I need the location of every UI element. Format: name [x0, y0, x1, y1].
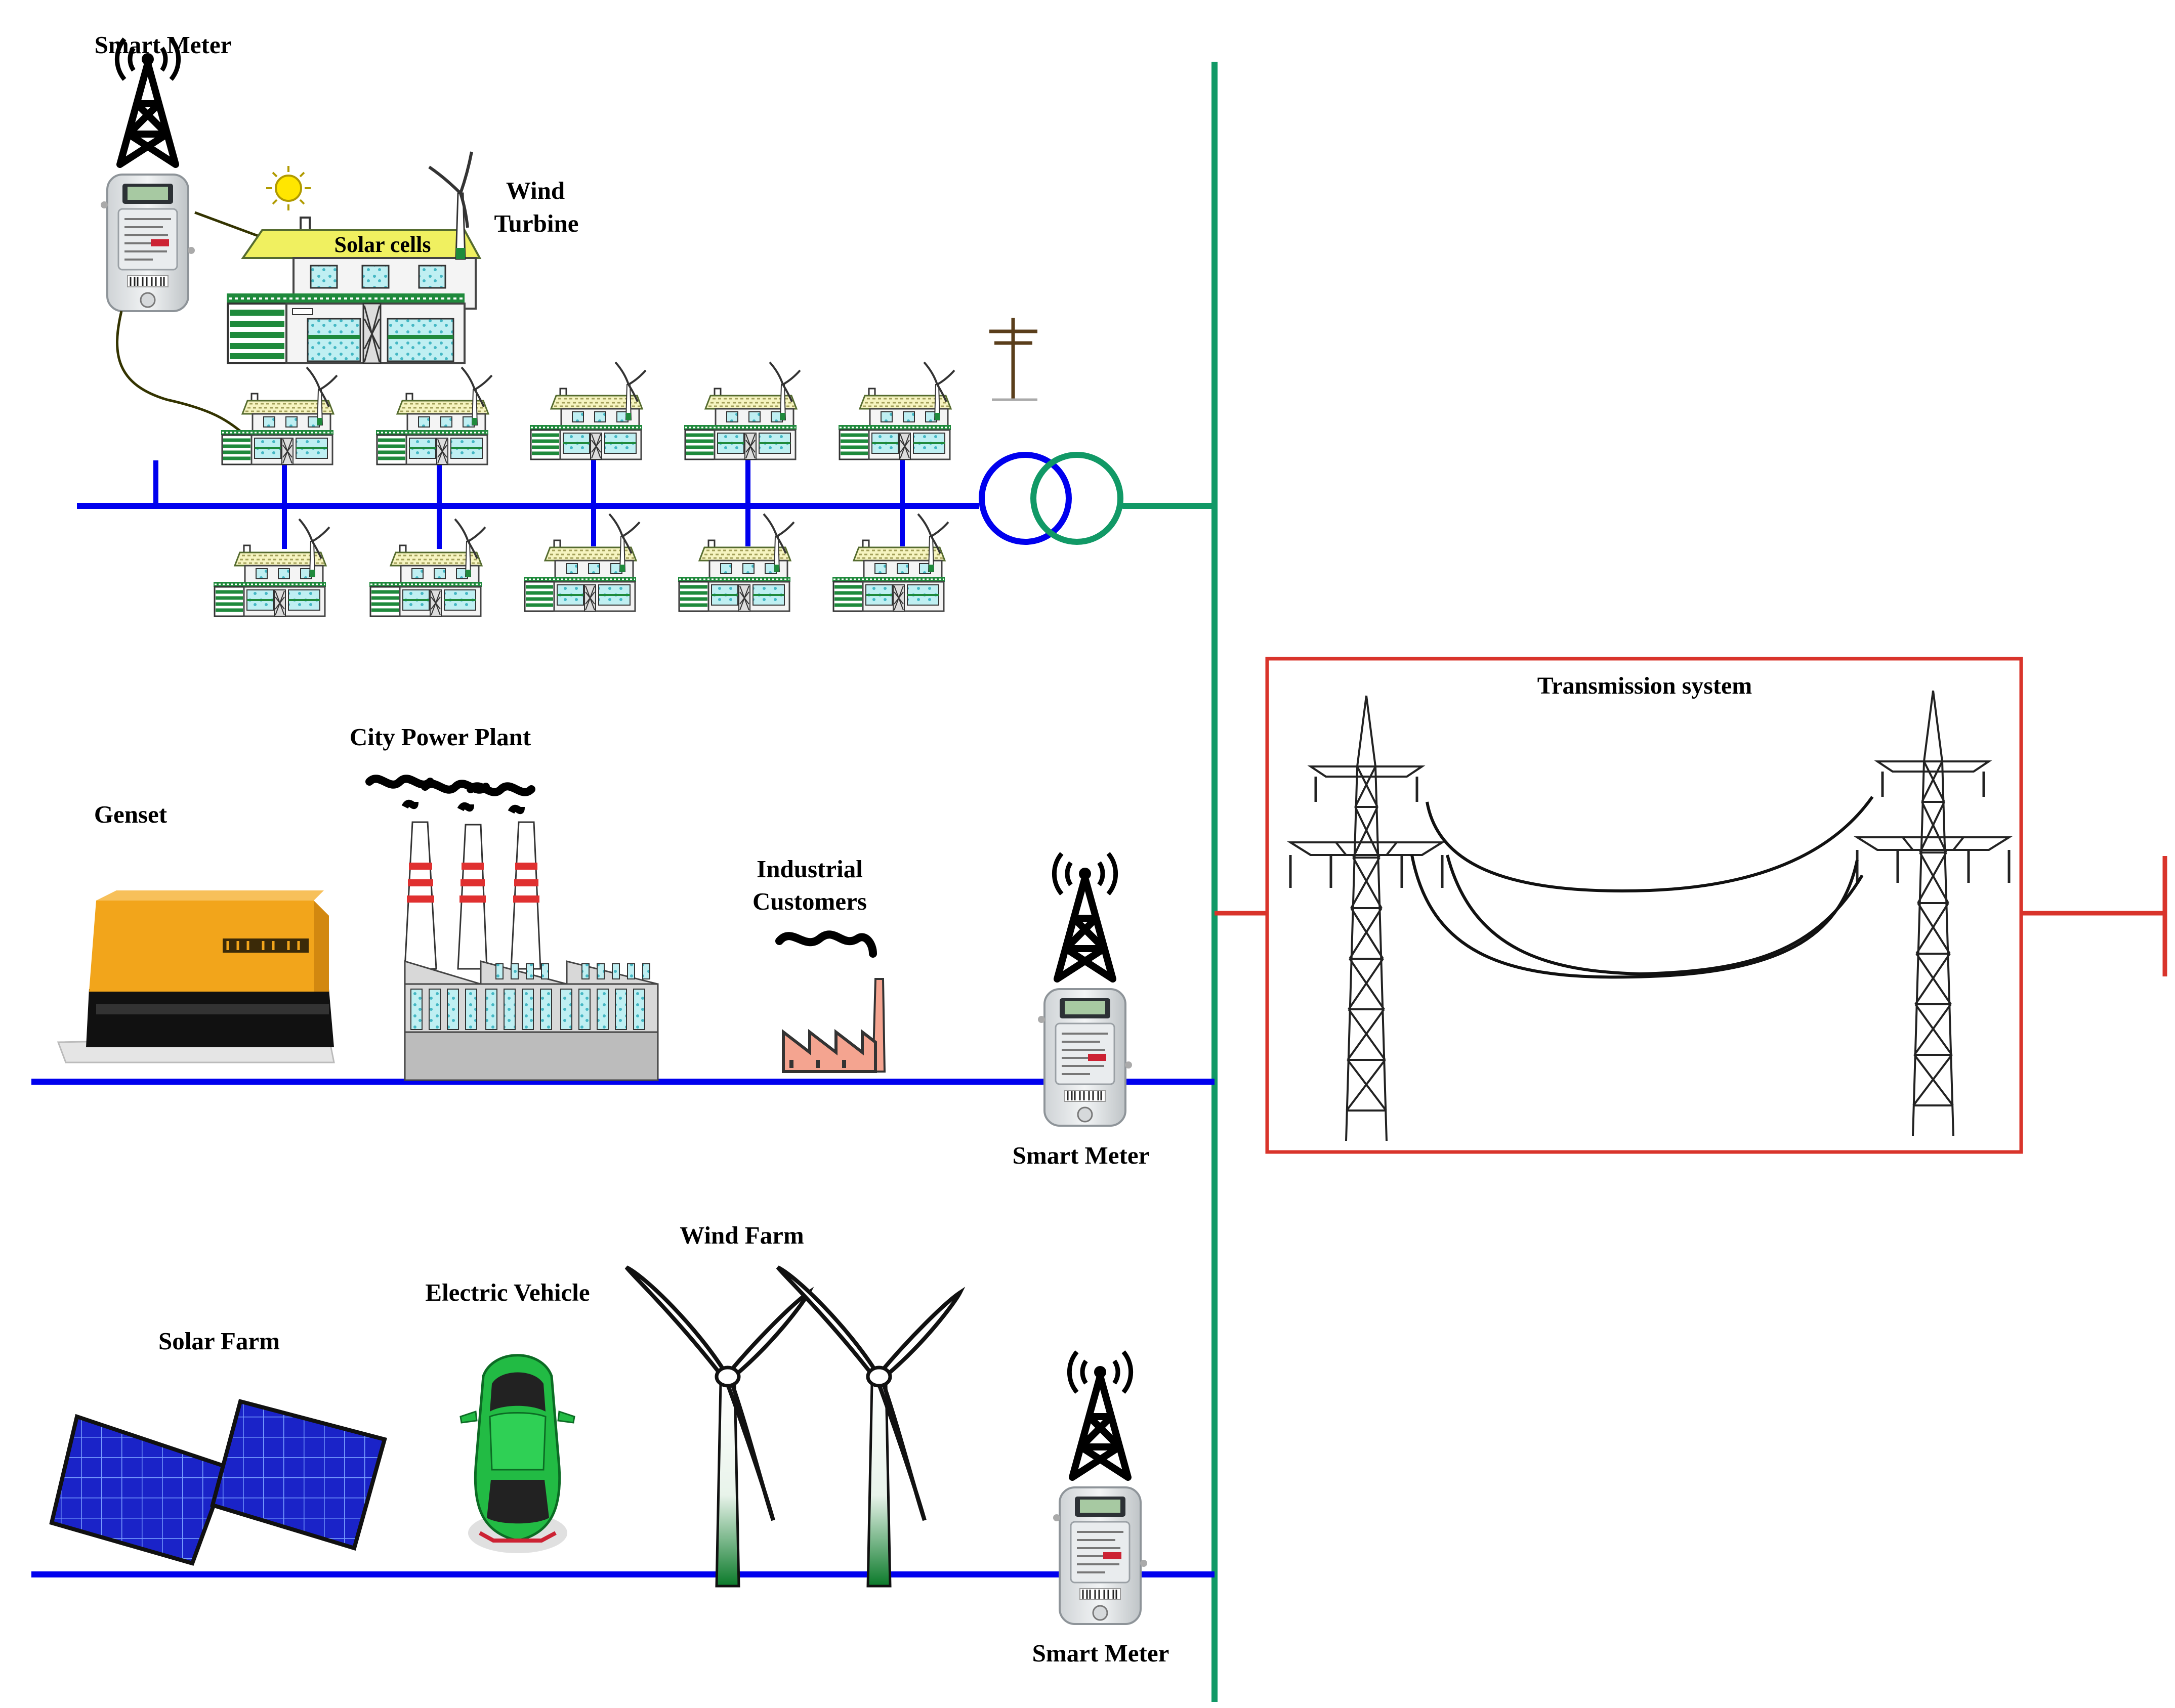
transmission-cables [1410, 796, 1874, 979]
genset-label: Genset [94, 800, 168, 828]
smart-meter-top-icon [101, 39, 195, 311]
wind-farm-label: Wind Farm [680, 1221, 804, 1249]
house-row-lower [214, 513, 949, 616]
city-power-plant-icon [365, 775, 659, 1081]
industrial-label-line2: Customers [752, 887, 867, 915]
utility-pole-icon [989, 318, 1037, 401]
solar-farm-label: Solar Farm [158, 1327, 280, 1355]
transformer-icon [979, 452, 1123, 545]
transmission-system-label: Transmission system [1537, 672, 1752, 699]
wind-farm-icon [626, 1267, 960, 1586]
wind-turbine-label-line2: Turbine [494, 209, 578, 237]
solar-cells-label: Solar cells [334, 232, 431, 257]
smart-meter-bottom-label: Smart Meter [1032, 1639, 1169, 1667]
electric-vehicle-label: Electric Vehicle [425, 1278, 590, 1306]
solar-house [227, 217, 482, 364]
house-drop-lines [282, 458, 905, 549]
solar-farm-panels-icon [49, 1399, 387, 1566]
genset-icon [57, 890, 335, 1063]
house-wind-turbine-icon [428, 151, 473, 260]
meter-to-house-cable [116, 311, 249, 439]
electric-vehicle-icon [459, 1354, 575, 1553]
city-power-plant-label: City Power Plant [350, 723, 531, 751]
transmission-system-box [1265, 657, 2023, 1154]
smart-meter-bottom-icon [1053, 1352, 1147, 1624]
sun-icon [266, 166, 311, 210]
industrial-label-line1: Industrial [757, 855, 863, 883]
smart-meter-mid-icon [1038, 853, 1132, 1126]
wind-turbine-label-line1: Wind [506, 177, 565, 204]
smart-meter-mid-label: Smart Meter [1013, 1141, 1150, 1169]
meter-to-house-arrow [194, 211, 264, 239]
house-row-upper [221, 361, 955, 464]
industrial-factory-icon [775, 930, 886, 1073]
